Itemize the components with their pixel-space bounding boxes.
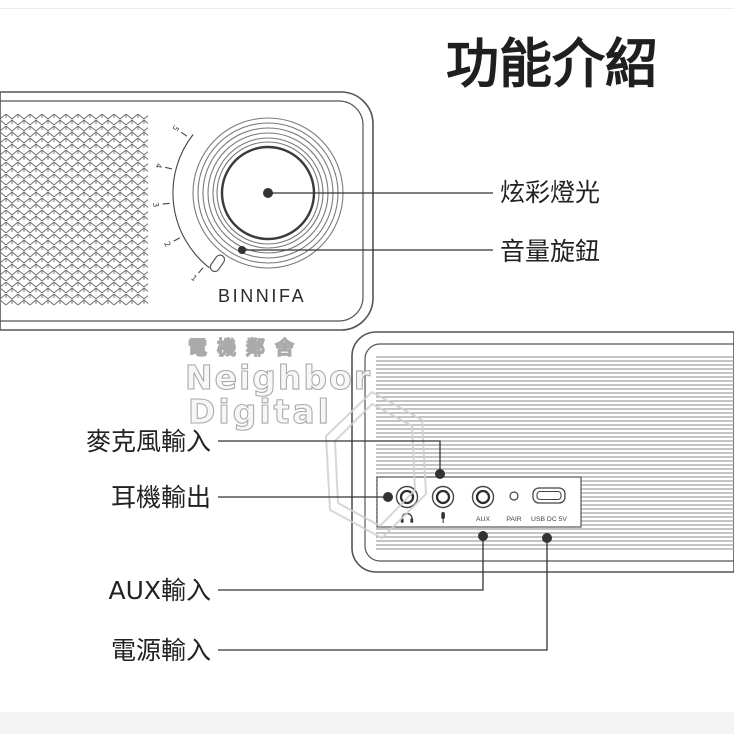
- callout-label: 麥克風輸入: [86, 427, 211, 456]
- knob-handle: [209, 254, 226, 273]
- watermark-logo: [324, 390, 428, 540]
- leader-dot: [478, 531, 488, 541]
- microphone-icon: [441, 512, 445, 523]
- microphone-jack: [431, 485, 455, 509]
- back-panel-inner-edge: [364, 343, 734, 562]
- callout-aux-input: AUX輸入: [108, 531, 488, 605]
- watermark: 電機鄰舍 Neighbor Digital: [184, 335, 428, 540]
- volume-scale-tick: [162, 202, 170, 205]
- callout-label: 音量旋鈕: [500, 237, 600, 266]
- volume-scale-tick: [173, 237, 181, 242]
- leader-dot: [383, 492, 393, 502]
- volume-scale: 1 2 3 4 5: [151, 123, 210, 283]
- pair-button-label: PAIR: [506, 516, 521, 523]
- usb-port-label: USB DC 5V: [531, 516, 567, 523]
- watermark-text: 電機鄰舍: [188, 336, 304, 359]
- watermark-text: Digital: [188, 392, 332, 431]
- watermark-text: Neighbor: [185, 358, 372, 397]
- leader-dot: [238, 246, 246, 254]
- volume-scale-label: 4: [153, 162, 163, 169]
- jack-inner: [475, 489, 491, 505]
- callout-power-input: 電源輸入: [111, 533, 552, 665]
- front-panel-inner-edge: [0, 100, 364, 322]
- leader-dot: [542, 533, 552, 543]
- volume-scale-label: 1: [189, 273, 199, 283]
- leader-line: [218, 536, 484, 591]
- aux-jack: [471, 485, 495, 509]
- callout-label: 耳機輸出: [111, 483, 211, 512]
- volume-scale-tick: [180, 131, 188, 137]
- usb-power-port: [532, 487, 566, 504]
- page-title: 功能介紹: [446, 34, 658, 95]
- speaker-back-panel: AUX PAIR USB DC 5V: [351, 331, 734, 573]
- leader-dot: [263, 188, 273, 198]
- callout-label: AUX輸入: [108, 576, 211, 605]
- callout-headphone-output: 耳機輸出: [111, 483, 393, 512]
- callout-volume-knob: 音量旋鈕: [238, 237, 600, 266]
- volume-scale-arc: [172, 134, 210, 269]
- callout-lighting: 炫彩燈光: [263, 178, 600, 207]
- speaker-front-panel: 1 2 3 4 5 BINNIFA: [0, 91, 374, 331]
- speaker-grille: [0, 114, 148, 306]
- callout-mic-input: 麥克風輸入: [86, 427, 445, 479]
- volume-scale-label: 5: [170, 123, 180, 132]
- leader-line: [218, 538, 548, 651]
- bottom-band: [0, 712, 734, 734]
- port-panel: AUX PAIR USB DC 5V: [376, 476, 582, 528]
- leader-line: [218, 440, 441, 474]
- aux-port-label: AUX: [476, 516, 490, 523]
- callout-label: 炫彩燈光: [500, 178, 600, 207]
- callout-label: 電源輸入: [111, 636, 211, 665]
- volume-scale-tick: [198, 267, 204, 274]
- volume-scale-tick: [165, 166, 173, 170]
- pair-button: [509, 491, 519, 501]
- volume-scale-label: 3: [151, 202, 160, 208]
- brand-logo: BINNIFA: [218, 286, 306, 306]
- jack-inner: [435, 489, 451, 505]
- volume-scale-label: 2: [162, 240, 172, 249]
- leader-dot: [435, 469, 445, 479]
